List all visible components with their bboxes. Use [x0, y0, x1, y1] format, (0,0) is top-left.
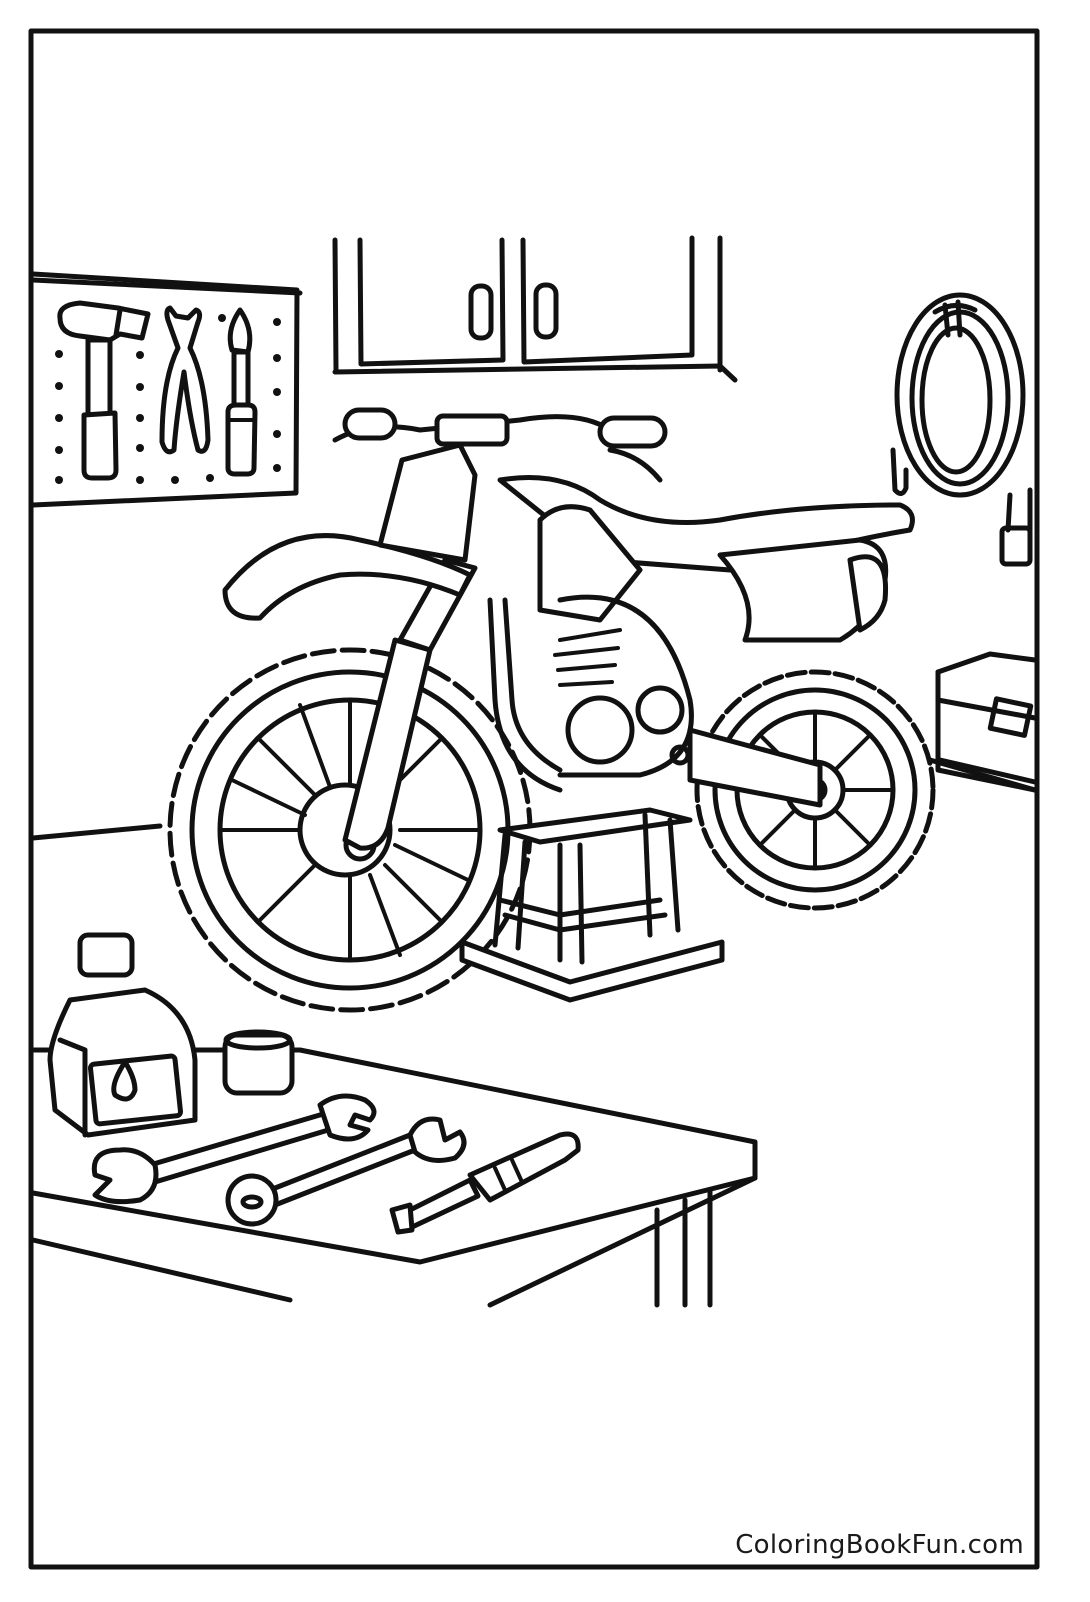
wrench-large-icon [91, 1093, 377, 1205]
screwdriver-icon [389, 1131, 581, 1235]
front-fork [342, 637, 433, 851]
engine [487, 594, 694, 793]
toolbox-icon [935, 651, 1038, 793]
oil-bottle-icon [47, 932, 198, 1138]
hammer-icon [57, 300, 151, 481]
pegboard [30, 271, 300, 508]
screwdriver-wall-icon [225, 307, 258, 477]
wrench-small-icon [225, 1116, 467, 1227]
wall-line-left [30, 277, 303, 296]
handlebar [332, 407, 668, 483]
exhaust [847, 554, 889, 633]
number-plate [377, 442, 478, 563]
dirt-bike-icon [167, 407, 936, 1013]
fuel-tank [537, 504, 643, 623]
cabinet-handle-left [468, 283, 494, 341]
wall-cabinet [332, 235, 738, 383]
page-border [28, 28, 1040, 1570]
peg-holes [55, 314, 281, 484]
cabinet-handle-right [533, 282, 559, 340]
grease-jar-icon [222, 1029, 295, 1096]
floor-line-left [30, 823, 163, 841]
swingarm [687, 727, 823, 808]
bike-stand-icon [459, 807, 725, 1003]
coiled-hose-icon [890, 292, 1033, 567]
pliers-icon [159, 305, 211, 455]
oil-drop-icon [111, 1059, 138, 1102]
watermark-text: ColoringBookFun.com [735, 1530, 1024, 1560]
front-fender [222, 533, 473, 621]
